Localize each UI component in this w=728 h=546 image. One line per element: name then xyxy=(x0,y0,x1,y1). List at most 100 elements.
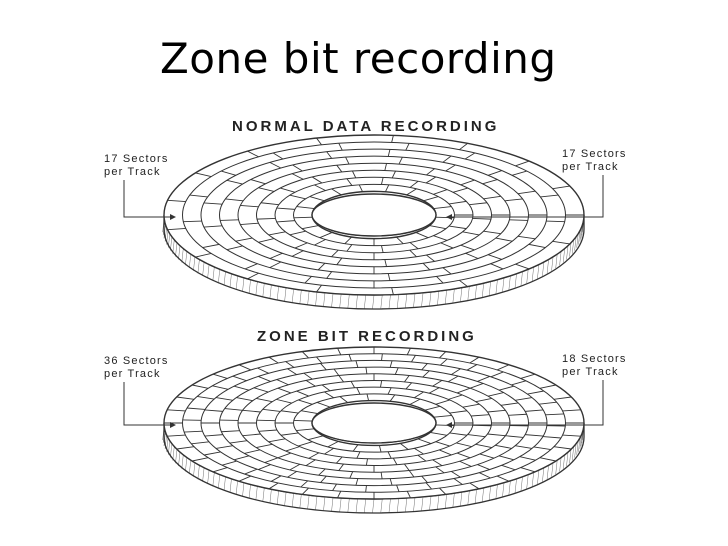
sector-divider xyxy=(498,455,515,461)
sector-divider xyxy=(327,440,339,448)
sector-divider xyxy=(226,245,243,251)
edge-hatch xyxy=(531,472,534,487)
sector-divider xyxy=(424,405,441,411)
sector-divider xyxy=(346,244,353,252)
edge-hatch xyxy=(551,256,554,271)
sector-divider xyxy=(456,387,471,394)
sector-divider xyxy=(500,402,519,406)
sector-divider xyxy=(256,443,273,449)
edge-hatch xyxy=(467,286,470,301)
edge-hatch xyxy=(284,287,287,302)
sector-divider xyxy=(303,372,313,380)
sector-divider xyxy=(425,176,437,184)
sector-divider xyxy=(435,399,450,405)
sector-divider xyxy=(487,409,506,413)
sector-divider xyxy=(475,443,492,449)
sector-divider xyxy=(432,459,443,467)
edge-hatch xyxy=(514,478,517,493)
normal-recording-platter xyxy=(123,134,604,310)
edge-hatch xyxy=(574,236,577,251)
sector-divider xyxy=(277,452,292,459)
sector-divider xyxy=(518,235,536,240)
sector-divider xyxy=(268,356,279,364)
sector-divider xyxy=(435,441,450,447)
edge-hatch xyxy=(380,498,383,513)
sector-divider xyxy=(337,347,342,355)
sector-divider xyxy=(277,387,292,394)
sector-divider xyxy=(176,446,195,450)
sector-divider xyxy=(195,252,212,258)
zbr-left-label-line1: 36 Sectors xyxy=(104,355,169,367)
edge-hatch xyxy=(380,294,383,309)
edge-hatch xyxy=(542,261,545,277)
sector-divider xyxy=(426,168,435,176)
edge-hatch xyxy=(467,490,470,505)
sector-divider xyxy=(270,475,282,482)
edge-hatch xyxy=(299,494,302,509)
sector-divider xyxy=(546,220,565,223)
sector-divider xyxy=(552,240,570,245)
sector-divider xyxy=(391,287,394,295)
edge-hatch xyxy=(168,233,171,248)
zbr-left-label-line2: per Track xyxy=(104,368,161,380)
sector-divider xyxy=(477,376,490,382)
sector-divider xyxy=(192,384,209,389)
edge-hatch xyxy=(331,497,334,512)
edge-hatch xyxy=(255,486,258,501)
edge-hatch xyxy=(331,293,334,308)
edge-hatch xyxy=(248,279,251,294)
sector-divider xyxy=(417,454,427,462)
sector-divider xyxy=(415,232,429,239)
edge-hatch xyxy=(212,472,215,487)
edge-hatch xyxy=(481,487,484,502)
sector-divider xyxy=(276,220,295,223)
sector-divider xyxy=(291,173,304,180)
sector-divider xyxy=(244,449,261,454)
edge-hatch xyxy=(405,498,408,513)
sector-divider xyxy=(540,194,559,198)
sector-divider xyxy=(469,482,480,490)
sector-divider xyxy=(289,463,301,471)
sector-divider xyxy=(317,262,326,271)
edge-hatch xyxy=(323,292,326,307)
edge-hatch xyxy=(526,474,529,489)
edge-hatch xyxy=(474,489,477,504)
sector-divider xyxy=(545,413,564,416)
spindle-hole-inner-edge xyxy=(311,214,437,237)
sector-divider xyxy=(488,254,502,260)
edge-hatch xyxy=(508,480,511,495)
sector-divider xyxy=(528,243,546,248)
edge-hatch xyxy=(164,434,167,449)
sector-divider xyxy=(320,475,327,483)
sector-divider xyxy=(316,137,322,146)
edge-hatch xyxy=(364,498,367,513)
sector-divider xyxy=(183,220,202,223)
sector-divider xyxy=(428,387,440,394)
sector-divider xyxy=(167,199,186,203)
edge-hatch xyxy=(421,496,424,511)
sector-divider xyxy=(294,242,308,249)
sector-divider xyxy=(459,279,468,287)
edge-hatch xyxy=(355,498,358,513)
edge-hatch xyxy=(372,294,375,310)
sector-divider xyxy=(167,434,186,437)
sector-divider xyxy=(365,458,368,466)
edge-hatch xyxy=(460,287,463,302)
sector-divider xyxy=(337,491,342,499)
right-arrowhead xyxy=(446,214,452,220)
zbr-right-label-line2: per Track xyxy=(562,366,619,378)
edge-hatch xyxy=(542,467,545,482)
sector-divider xyxy=(453,478,463,485)
sector-divider xyxy=(380,177,384,185)
sector-divider xyxy=(467,434,486,438)
sector-divider xyxy=(487,392,504,397)
sector-divider xyxy=(333,368,340,376)
edge-hatch xyxy=(212,266,215,281)
sector-divider xyxy=(253,387,269,393)
sector-divider xyxy=(212,467,228,473)
sector-divider xyxy=(405,382,413,390)
sector-divider xyxy=(365,485,367,493)
sector-divider xyxy=(316,401,331,408)
edge-hatch xyxy=(172,446,175,461)
sector-divider xyxy=(355,360,359,368)
